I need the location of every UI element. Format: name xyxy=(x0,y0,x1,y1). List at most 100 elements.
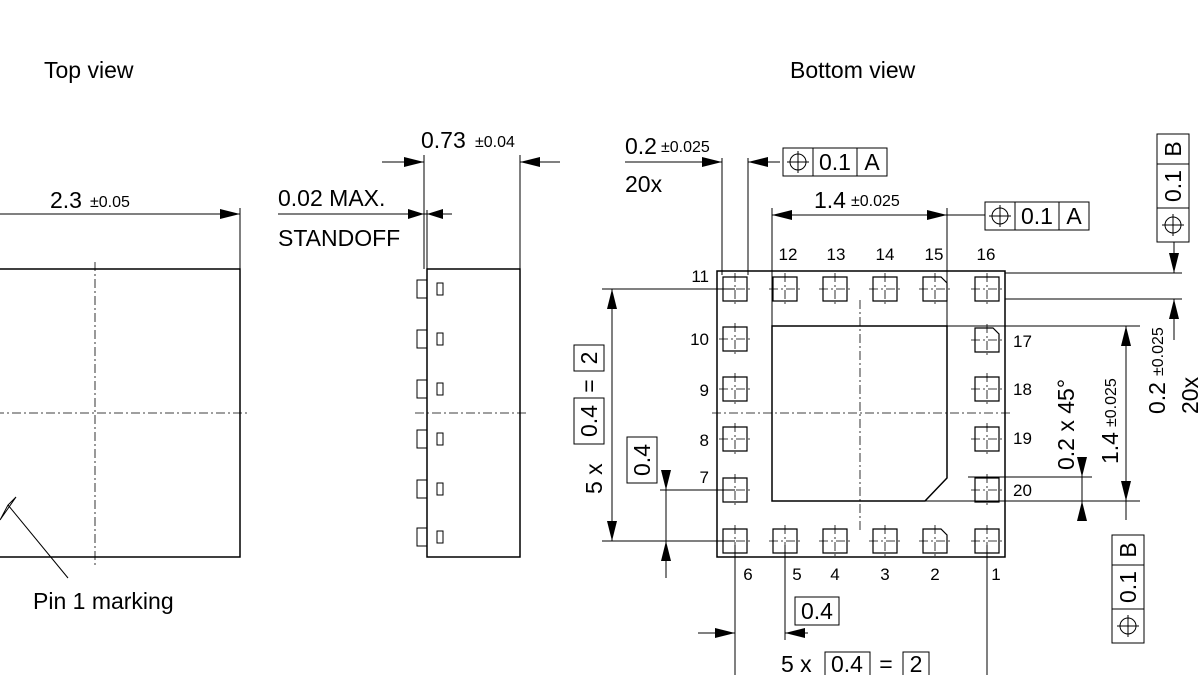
pad-width-tolerance: ±0.025 xyxy=(661,139,710,156)
bottom-span-count: 5 x xyxy=(781,651,812,675)
left-span-pitch-box xyxy=(573,397,605,445)
ep-width-arrow-left xyxy=(772,210,792,220)
pin-number-12: 12 xyxy=(779,245,798,264)
tolerance-frame-a-2-value: 0.1 xyxy=(1021,203,1053,229)
side-pad-inner-6 xyxy=(436,530,444,544)
left-span-arrow-top xyxy=(607,289,617,309)
pad-width-count: 20x xyxy=(625,171,663,197)
pad-3 xyxy=(872,528,898,554)
standoff-label-line2: STANDOFF xyxy=(278,225,400,251)
pad-height-value: 0.2 xyxy=(1144,382,1170,414)
pin-number-14: 14 xyxy=(876,245,895,264)
side-height-value: 0.73 xyxy=(421,127,466,153)
left-span-count: 5 x xyxy=(581,463,607,494)
exposed-pad xyxy=(771,325,948,502)
chamfer-label: 0.2 x 45° xyxy=(1053,379,1079,470)
bottom-span-pitch-box xyxy=(824,651,871,675)
bottom-pitch-basic-box xyxy=(794,596,840,626)
left-span-pitch: 0.4 xyxy=(576,405,602,437)
left-span-total: 2 xyxy=(576,352,602,365)
pad-height-count: 20x xyxy=(1177,376,1200,414)
tolerance-frame-b-1-value: 0.1 xyxy=(1160,170,1186,202)
tolerance-frame-a-1-datum: A xyxy=(864,149,880,175)
tolerance-frame-a-2-datum: A xyxy=(1066,203,1082,229)
left-span-label: 5 x 0.4 = 2 xyxy=(573,344,607,494)
side-pad-outer-3 xyxy=(416,379,428,399)
bottom-span-pitch: 0.4 xyxy=(831,651,863,675)
ep-width-value: 1.4 xyxy=(814,187,846,213)
side-pad-inner-1 xyxy=(436,282,444,296)
top-view-label: Top view xyxy=(44,57,134,83)
side-height-arrow-right xyxy=(520,157,540,167)
bottom-pitch-arrow-left xyxy=(715,628,735,638)
pin-number-10: 10 xyxy=(690,330,709,349)
pin-number-18: 18 xyxy=(1013,380,1032,399)
tolerance-frame-a-1-value: 0.1 xyxy=(819,149,851,175)
tolerance-frame-b-1-datum: B xyxy=(1160,141,1186,156)
side-view-pads xyxy=(416,279,444,547)
tolerance-frame-b-2: 0.1 B xyxy=(1111,534,1145,644)
top-width-arrow xyxy=(220,209,240,219)
pad-height-tolerance: ±0.025 xyxy=(1150,327,1167,376)
pad-12 xyxy=(772,276,798,302)
pin-number-6: 6 xyxy=(743,565,752,584)
bottom-pitch-basic-value: 0.4 xyxy=(801,598,833,624)
left-span-equals: = xyxy=(576,379,602,392)
pad-18 xyxy=(974,376,1000,402)
pin-number-11: 11 xyxy=(691,267,709,286)
chamfer-arrow-bottom xyxy=(1077,501,1087,521)
pin-number-16: 16 xyxy=(977,245,996,264)
pad-width-arrow-left xyxy=(702,157,722,167)
bottom-span-total: 2 xyxy=(910,651,923,675)
side-pad-outer-1 xyxy=(416,279,428,299)
pad-8 xyxy=(722,426,748,452)
pad-13 xyxy=(822,276,848,302)
tolerance-frame-b-1: 0.1 B xyxy=(1156,133,1190,243)
pad-height-arrow-bottom xyxy=(1169,299,1179,319)
pin-number-7: 7 xyxy=(700,468,709,487)
bottom-view-pads xyxy=(719,273,1003,557)
pad-2 xyxy=(922,528,948,554)
top-view: 2.3 ±0.05 Pin 1 marking xyxy=(0,187,248,614)
tolerance-frame-a-2: 0.1 A xyxy=(984,201,1090,231)
pad-1 xyxy=(974,528,1000,554)
pin-number-8: 8 xyxy=(700,431,709,450)
tolerance-frame-b-2-datum: B xyxy=(1115,542,1141,557)
pin-number-1: 1 xyxy=(991,565,1000,584)
pad-4 xyxy=(822,528,848,554)
standoff-arrow-left xyxy=(408,209,424,219)
ep-height-tolerance: ±0.025 xyxy=(1103,378,1120,427)
pad-19 xyxy=(974,426,1000,452)
bottom-span-label: 5 x 0.4 = 2 xyxy=(781,651,930,675)
bottom-span-total-box xyxy=(902,651,930,675)
side-pad-inner-3 xyxy=(436,382,444,396)
left-span-arrow-bottom xyxy=(607,521,617,541)
pin-number-13: 13 xyxy=(827,245,846,264)
ep-height-arrow-top xyxy=(1121,326,1131,346)
side-pad-outer-2 xyxy=(416,329,428,349)
pad-width-arrow-right xyxy=(748,157,768,167)
side-pad-inner-2 xyxy=(436,332,444,346)
pad-5 xyxy=(772,528,798,554)
pad-width-value: 0.2 xyxy=(625,133,657,159)
side-height-arrow-left xyxy=(404,157,424,167)
standoff-arrow-right xyxy=(427,209,443,219)
pin1-marking-label: Pin 1 marking xyxy=(33,588,174,614)
side-pad-inner-5 xyxy=(436,482,444,496)
ep-height-arrow-bottom xyxy=(1121,481,1131,501)
pin-number-9: 9 xyxy=(700,381,709,400)
tolerance-frame-b-2-value: 0.1 xyxy=(1115,571,1141,603)
ep-width-tolerance: ±0.025 xyxy=(851,193,900,210)
pitch-arrow-bottom xyxy=(661,541,671,561)
tolerance-frame-a-1: 0.1 A xyxy=(782,147,888,177)
pitch-arrow-top xyxy=(661,470,671,490)
pad-17 xyxy=(974,327,1000,353)
top-width-tolerance: ±0.05 xyxy=(90,194,130,211)
side-pad-outer-6 xyxy=(416,527,428,547)
bottom-view-body xyxy=(716,270,1006,558)
pad-height-arrow-top xyxy=(1169,253,1179,273)
pin1-leader-line xyxy=(7,504,69,579)
pin-number-2: 2 xyxy=(930,565,939,584)
left-span-total-box xyxy=(573,344,605,372)
pin-number-15: 15 xyxy=(925,245,944,264)
